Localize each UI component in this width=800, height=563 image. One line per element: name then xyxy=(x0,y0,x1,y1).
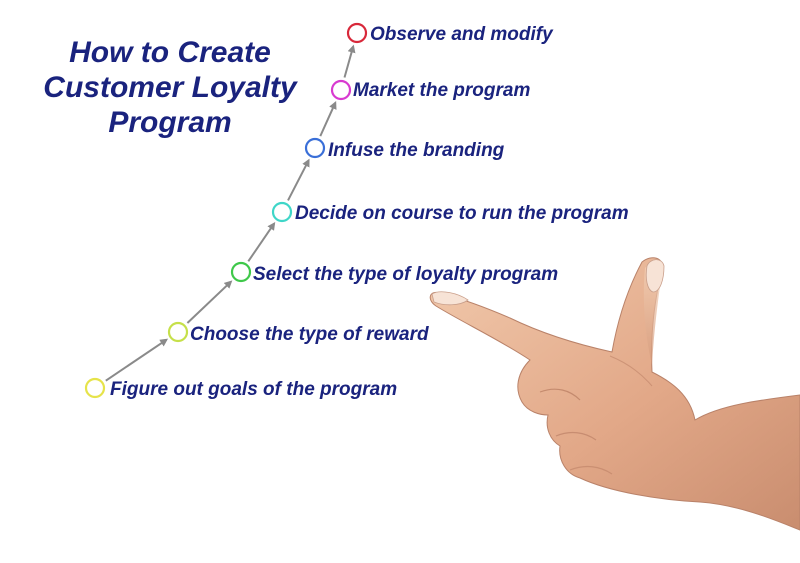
step-circle-7 xyxy=(346,22,368,44)
step-circle-2 xyxy=(167,321,189,343)
step-circles xyxy=(84,22,368,399)
step-label-1: Figure out goals of the program xyxy=(110,379,398,400)
step-circle-6 xyxy=(330,79,352,101)
title-line-3: Program xyxy=(108,106,232,139)
step-label-5: Infuse the branding xyxy=(328,140,505,161)
title-line-2: Customer Loyalty xyxy=(43,71,297,104)
step-arrow-4 xyxy=(287,158,310,201)
step-label-7: Observe and modify xyxy=(370,24,553,45)
step-label-6: Market the program xyxy=(353,80,531,101)
step-label-4: Decide on course to run the program xyxy=(295,203,629,224)
step-arrow-2 xyxy=(186,280,233,324)
step-arrows xyxy=(105,44,356,382)
step-arrow-6 xyxy=(343,44,356,78)
step-circle-1 xyxy=(84,377,106,399)
step-circle-3 xyxy=(230,261,252,283)
step-circle-4 xyxy=(271,201,293,223)
title-line-1: How to Create xyxy=(69,36,271,69)
step-circle-5 xyxy=(304,137,326,159)
step-arrow-3 xyxy=(247,221,276,262)
step-label-2: Choose the type of reward xyxy=(190,324,429,345)
step-arrow-1 xyxy=(105,338,169,382)
page-title: How to Create Customer Loyalty Program xyxy=(20,35,320,140)
step-label-3: Select the type of loyalty program xyxy=(253,264,559,285)
step-arrow-5 xyxy=(319,100,337,137)
